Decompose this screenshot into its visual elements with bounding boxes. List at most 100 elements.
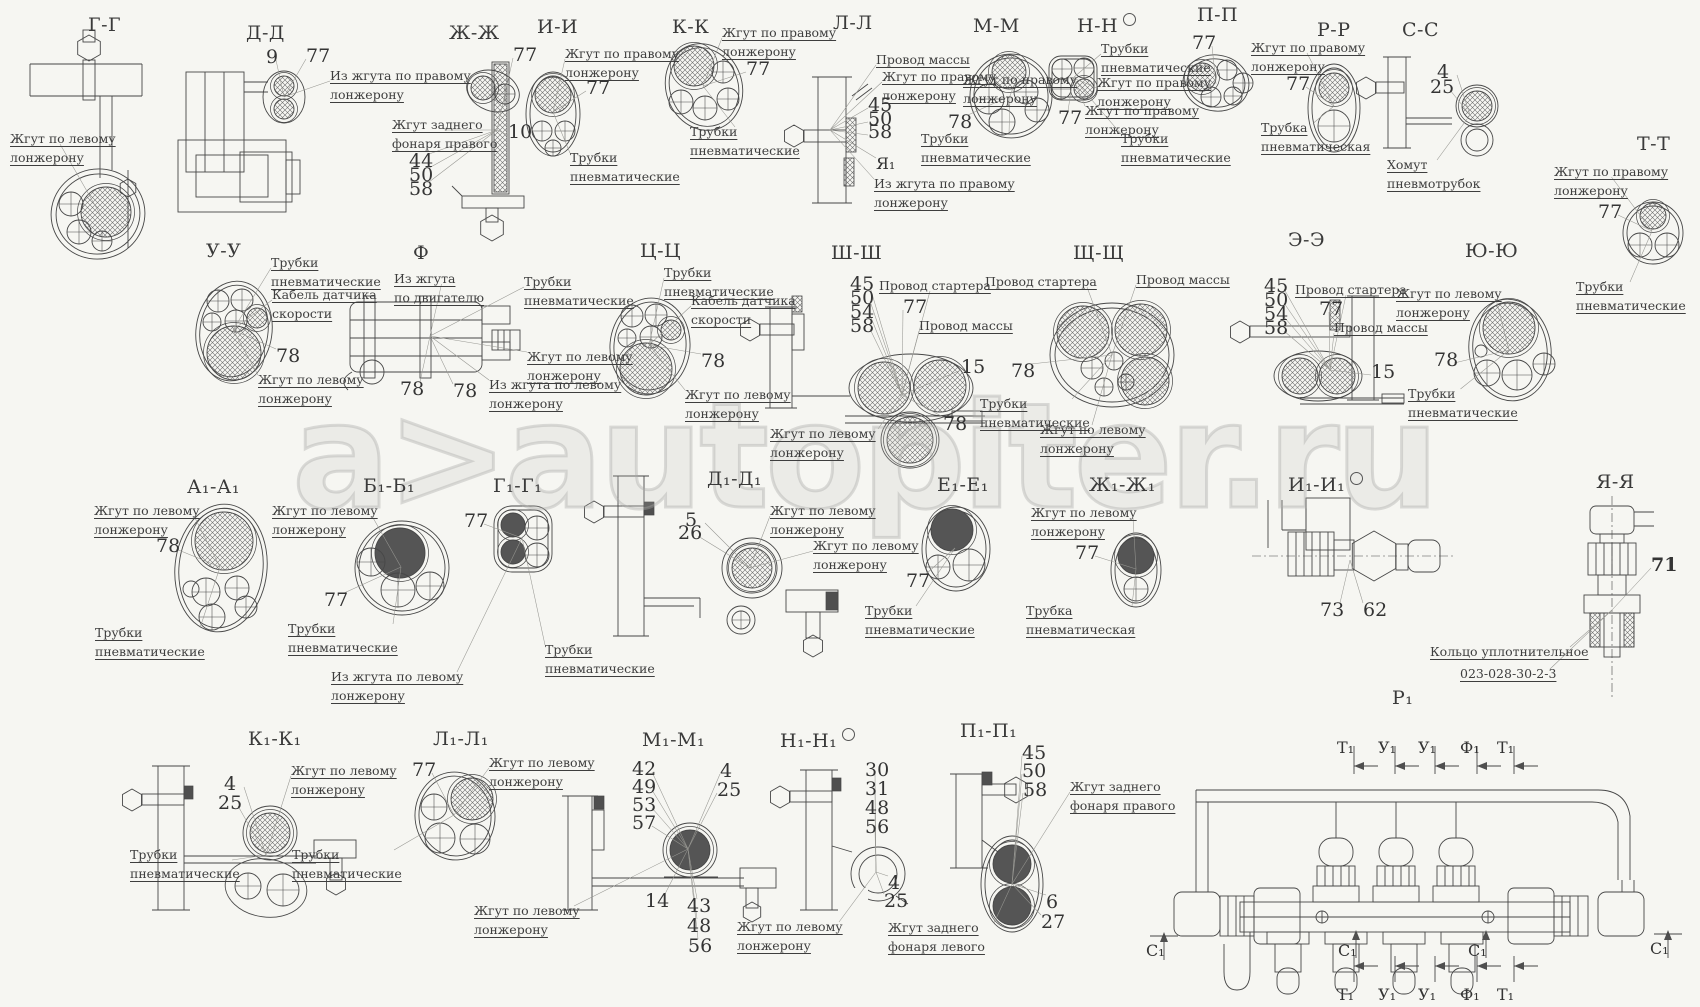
- callout-number: 77: [906, 570, 931, 592]
- callout-label: Из жгута по правому лонжерону: [330, 68, 471, 102]
- callout-label: Провод массы: [919, 318, 1013, 333]
- section-title-text: Д-Д: [246, 22, 285, 44]
- section-title-text: Р-Р: [1317, 19, 1351, 41]
- watermark: a>autopiter.ru: [290, 371, 1440, 544]
- callout-number: С₁: [1650, 939, 1669, 958]
- section-title-d-d: Д-Д: [246, 22, 285, 44]
- callout-number: 77: [903, 296, 928, 318]
- callout-number: 4: [888, 872, 901, 894]
- section-title-text: М-М: [973, 15, 1020, 37]
- section-title-text: П-П: [1197, 4, 1239, 26]
- callout-number: 58: [850, 315, 875, 337]
- section-title-b1-b1: Б₁-Б₁: [363, 475, 415, 497]
- callout-number: 5: [685, 509, 698, 531]
- section-title-t-t: Т-Т: [1637, 133, 1670, 155]
- callout-label: Жгут по левому лонжерону: [94, 503, 200, 537]
- section-title-g-g: Г-Г: [88, 14, 121, 36]
- callout-number: 77: [1075, 542, 1100, 564]
- section-title-sh-sh: Ш-Ш: [831, 242, 882, 264]
- callout-label: Жгут по левому лонжерону: [813, 538, 919, 572]
- callout-label: Жгут по левому лонжерону: [770, 503, 876, 537]
- callout-number: 31: [865, 778, 890, 800]
- callout-number: 25: [884, 890, 909, 912]
- section-title-text: Г-Г: [88, 14, 122, 36]
- callout-number: 43: [687, 895, 712, 917]
- callout-number: У₁: [1378, 985, 1396, 1004]
- callout-number: 9: [266, 46, 279, 68]
- section-title-text: Л-Л: [833, 12, 873, 34]
- callout-label: Жгут заднего фонаря левого: [888, 920, 985, 954]
- callout-label: Жгут по левому лонжерону: [10, 131, 116, 165]
- callout-number: 45: [1264, 275, 1289, 297]
- section-title-i-i: И-И: [537, 16, 578, 38]
- callout-number: 77: [412, 759, 437, 781]
- section-title-text: А₁-А₁: [187, 476, 240, 498]
- section-title-ts-ts: Ц-Ц: [640, 240, 681, 262]
- open-end-icon: [1123, 13, 1137, 26]
- callout-label: Трубки пневматические: [1101, 41, 1211, 75]
- callout-number: 62: [1363, 599, 1388, 621]
- callout-number: 4: [224, 773, 237, 795]
- callout-label: Трубки пневматические: [271, 255, 381, 289]
- callout-label: Жгут по левому лонжерону: [527, 349, 633, 383]
- callout-label: Трубки пневматические: [570, 150, 680, 184]
- open-end-icon: [842, 728, 856, 741]
- section-title-text: Л₁-Л₁: [433, 728, 489, 750]
- section-title-g1-g1: Г₁-Г₁: [493, 475, 542, 497]
- callout-label: Трубки пневматические: [1576, 279, 1686, 313]
- callout-label: Трубки пневматические: [690, 124, 800, 158]
- section-title-e1-e1: Е₁-Е₁: [937, 474, 989, 496]
- callout-number: С₁: [1468, 941, 1487, 960]
- callout-label: Из жгута по левому лонжерону: [331, 669, 464, 703]
- callout-number: 77: [324, 589, 349, 611]
- section-title-text: У-У: [206, 240, 242, 262]
- callout-number: 78: [156, 535, 181, 557]
- section-title-p1-p1: П₁-П₁: [960, 720, 1017, 742]
- section-title-text: Б₁-Б₁: [363, 475, 416, 497]
- section-title-k-k: К-К: [672, 16, 709, 38]
- callout-number: 6: [1046, 891, 1059, 913]
- callout-number: 50: [868, 108, 893, 130]
- callout-label: Из жгута по левому лонжерону: [489, 377, 622, 411]
- callout-label: Жгут по левому лонжерону: [474, 903, 580, 937]
- section-title-text: К-К: [672, 16, 710, 38]
- callout-label: Кабель датчика скорости: [272, 287, 377, 321]
- callout-label: Трубки пневматические: [524, 274, 634, 308]
- callout-label: Жгут по левому лонжерону: [770, 426, 876, 460]
- callout-label: Жгут по левому лонжерону: [1040, 422, 1146, 456]
- callout-number: 58: [409, 178, 434, 200]
- callout-number: 77: [1286, 73, 1311, 95]
- callout-label: Кольцо уплотнительное: [1430, 644, 1589, 659]
- callout-number: Т₁: [1497, 738, 1515, 757]
- callout-label: Из жгута по правому лонжерону: [874, 176, 1015, 210]
- section-title-s-s: С-С: [1402, 19, 1439, 41]
- callout-label: Жгут по левому лонжерону: [258, 372, 364, 406]
- callout-number: 26: [678, 522, 703, 544]
- callout-number: 30: [865, 759, 890, 781]
- section-title-text: Т-Т: [1637, 133, 1671, 155]
- section-title-yu-yu: Ю-Ю: [1465, 240, 1518, 262]
- callout-number: У₁: [1378, 738, 1396, 757]
- callout-number: С₁: [1338, 941, 1357, 960]
- callout-number: 78: [400, 378, 425, 400]
- callout-label: Провод массы: [876, 52, 970, 67]
- callout-number: 50: [850, 287, 875, 309]
- section-title-manifold: Р₁: [1392, 687, 1413, 709]
- callout-number: 50: [1264, 289, 1289, 311]
- callout-number: 77: [1058, 107, 1083, 129]
- section-title-text: Р₁: [1392, 687, 1414, 709]
- callout-number: 77: [464, 510, 489, 532]
- callout-label: Жгут по левому лонжерону: [1031, 505, 1137, 539]
- callout-label: Жгут по левому лонжерону: [1396, 286, 1502, 320]
- section-title-i1-i1: И₁-И₁: [1288, 472, 1364, 496]
- callout-number: 50: [1022, 760, 1047, 782]
- section-title-text: К₁-К₁: [248, 728, 302, 750]
- callout-number: 54: [850, 301, 875, 323]
- callout-number: 71: [1651, 554, 1678, 576]
- callout-label: Жгут по правому лонжерону: [565, 46, 680, 80]
- section-title-text: Н₁-Н₁: [780, 730, 838, 752]
- callout-label: Жгут по правому лонжерону: [1085, 103, 1200, 137]
- callout-number: 57: [632, 812, 657, 834]
- callout-number: Т₁: [1337, 985, 1355, 1004]
- section-title-n-n: Н-Н: [1077, 13, 1137, 37]
